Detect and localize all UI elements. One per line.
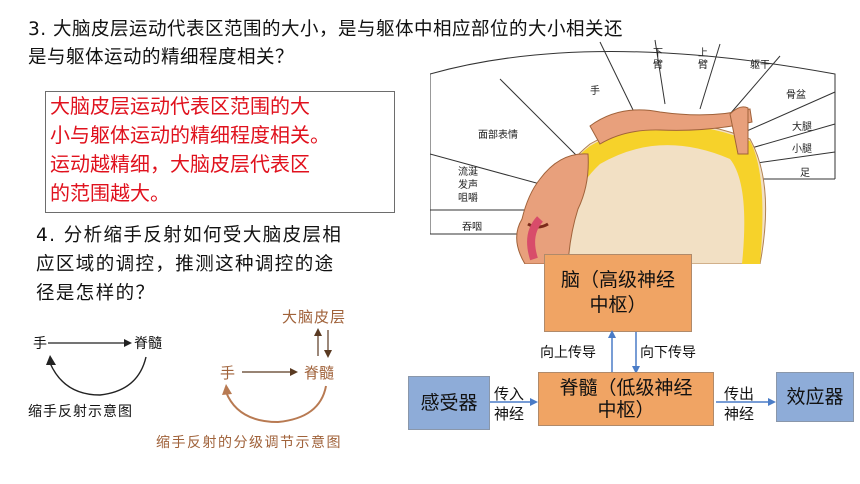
answer-box: 大脑皮层运动代表区范围的大 小与躯体运动的精细程度相关。 运动越精细，大脑皮层代…: [45, 91, 395, 213]
homunculus-leg: [729, 106, 749, 155]
graded-reflex-diagram: 大脑皮层 手 脊髓 缩手反射的分级调节示意图: [150, 300, 420, 460]
answer-line4: 的范围越大。: [50, 181, 170, 205]
brain-box-label: 脑（高级神经中枢）: [560, 269, 675, 316]
question4-line1: 4. 分析缩手反射如何受大脑皮层相: [36, 225, 343, 246]
question4: 4. 分析缩手反射如何受大脑皮层相 应区域的调控，推测这种调控的途 径是怎样的？: [36, 221, 416, 308]
graded-cortex: 大脑皮层: [282, 308, 347, 326]
answer-line2: 小与躯体运动的精细程度相关。: [50, 123, 330, 147]
simple-caption: 缩手反射示意图: [28, 404, 133, 420]
label-lower-arm: 下 臂: [653, 48, 663, 71]
label-trunk: 躯干: [750, 60, 770, 71]
brain-homunculus-illustration: [429, 39, 836, 265]
simple-return-head: [46, 355, 56, 365]
simple-spinal: 脊髓: [134, 336, 162, 352]
question4-line2: 应区域的调控，推测这种调控的途: [36, 254, 335, 275]
afferent-arrow: [490, 398, 538, 406]
spinal-box-label: 脊髓（低级神经中枢）: [559, 377, 693, 421]
graded-caption: 缩手反射的分级调节示意图: [156, 435, 342, 451]
efferent-label: 传出 神经: [724, 385, 755, 423]
effector-box: 效应器: [776, 372, 854, 422]
label-hand: 手: [590, 86, 600, 97]
cortex-yellow-band: [541, 124, 763, 264]
spinal-box: 脊髓（低级神经中枢）: [538, 372, 714, 426]
simple-arrow-head: [124, 339, 132, 347]
simple-hand: 手: [33, 336, 47, 352]
label-swallow: 吞咽: [462, 222, 482, 233]
graded-hand: 手: [220, 364, 236, 382]
graded-spinal: 脊髓: [304, 364, 335, 382]
label-upper-arm: 上 臂: [698, 48, 708, 71]
efferent-arrow: [716, 398, 776, 406]
label-pelvis: 骨盆: [786, 90, 806, 101]
label-face: 面部表情: [478, 130, 518, 141]
up-arrow-head: [608, 330, 616, 338]
homunculus-tongue: [527, 216, 544, 261]
question3-line1: 3. 大脑皮层运动代表区范围的大小，是与躯体中相应部位的大小相关还: [28, 19, 624, 40]
answer-line3: 运动越精细，大脑皮层代表区: [50, 152, 310, 176]
question4-line3: 径是怎样的？: [36, 283, 156, 304]
answer-line1: 大脑皮层运动代表区范围的大: [50, 94, 310, 118]
homunculus-arm: [589, 108, 753, 145]
simple-reflex-diagram: 手 脊髓 缩手反射示意图: [28, 325, 178, 425]
label-foot: 足: [800, 168, 810, 179]
afferent-label: 传入 神经: [494, 385, 525, 423]
effector-label: 效应器: [786, 385, 844, 408]
simple-return-arc: [49, 356, 147, 396]
label-calf: 小腿: [792, 144, 812, 155]
receptor-box: 感受器: [408, 376, 490, 430]
up-label: 向上传导: [540, 345, 596, 361]
question3-line2: 是与躯体运动的精细程度相关？: [28, 47, 295, 68]
graded-return-arc: [225, 385, 327, 424]
down-label: 向下传导: [640, 345, 696, 361]
vertical-arrows: [608, 330, 640, 374]
brain-motor-figure: 手 下 臂 上 臂 躯干 骨盆 大腿 小腿 足 面部表情 流涎 发声 咀嚼 吞咽: [429, 34, 850, 265]
label-thigh: 大腿: [792, 122, 812, 133]
label-speech: 流涎 发声 咀嚼: [458, 167, 478, 204]
receptor-label: 感受器: [420, 391, 478, 414]
brain-box: 脑（高级神经中枢）: [544, 254, 692, 332]
down-arrow-head: [632, 366, 640, 374]
